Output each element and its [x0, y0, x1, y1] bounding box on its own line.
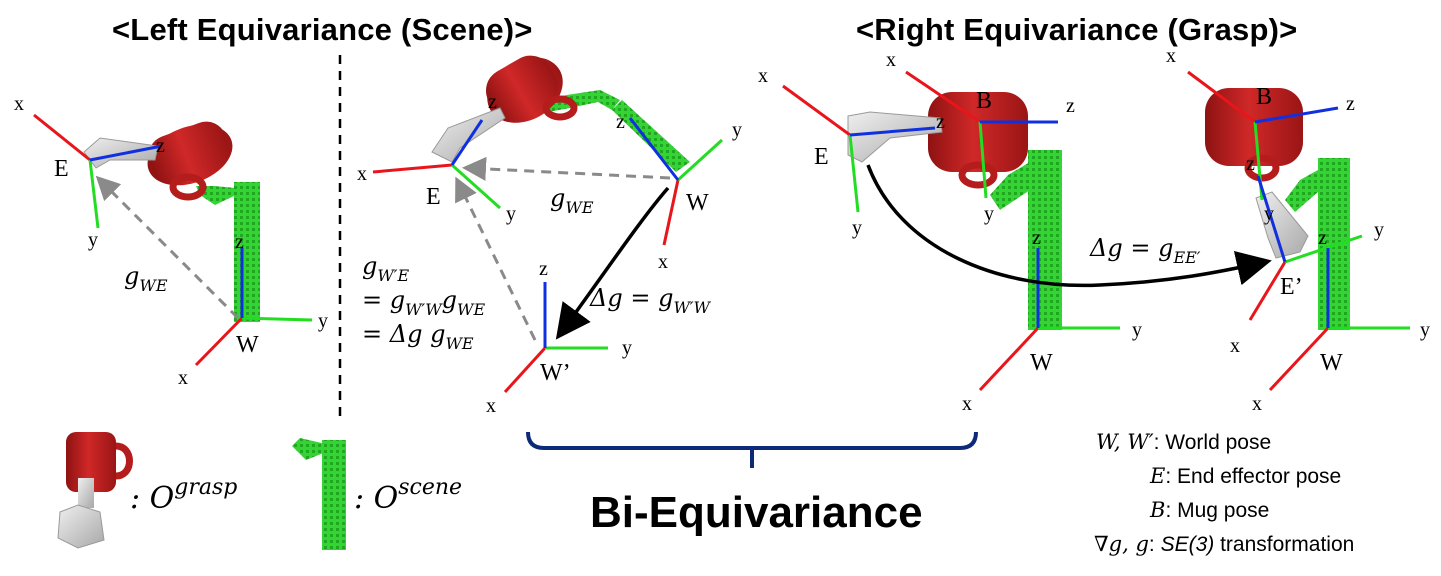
axis-label: y [88, 229, 98, 251]
axis-label: z [156, 135, 165, 157]
label-O-scene: : Oscene [354, 475, 462, 516]
left-panel-scene [33, 113, 313, 367]
legend-item-transformation: ∇g, g: SE(3) transformation [1094, 532, 1355, 556]
legend-item-end-effector: E: End effector pose [1150, 464, 1342, 488]
scene-object-right1 [990, 150, 1062, 330]
axis-label: x [14, 93, 24, 115]
frame-label-E: E [814, 144, 829, 170]
grasp-object-icon [57, 432, 133, 549]
axis-label: x [1166, 45, 1176, 67]
frame-E-right1 [782, 84, 936, 213]
frame-Wprime [503, 282, 608, 394]
axis-label: z [1032, 227, 1041, 249]
right-panel-grasp [782, 70, 1410, 392]
frame-label-B: B [976, 88, 992, 114]
frame-label-W: W [236, 332, 259, 358]
eq-delta-grasp: Δg = gEE′ [1089, 234, 1201, 267]
bi-equivariance-label: Bi-Equivariance [590, 488, 923, 537]
axis-label: z [1246, 153, 1255, 175]
frame-label-Eprime: E’ [1280, 274, 1303, 300]
arrow-delta-scene [555, 186, 670, 340]
axis-label: x [1230, 335, 1240, 357]
axis-label: y [622, 337, 632, 359]
eq-delta-scene: Δg = gW′W [589, 284, 712, 317]
axis-label: y [1132, 319, 1142, 341]
axis-label: x [758, 65, 768, 87]
bi-equivariance-bracket [526, 431, 978, 468]
frame-W-left [194, 248, 313, 367]
frame-label-B: B [1256, 84, 1272, 110]
axis-label: z [1346, 93, 1355, 115]
middle-panel-scene [372, 55, 724, 394]
axis-label: x [1252, 393, 1262, 415]
axis-label: z [1318, 227, 1327, 249]
mug-middle [486, 55, 578, 123]
frame-label-W: W [1030, 350, 1053, 376]
eq-gWprimeE: gW′E [362, 252, 409, 285]
arrow-gWE-middle [462, 156, 671, 181]
title-right-equivariance: <Right Equivariance (Grasp)> [856, 12, 1298, 47]
frame-Eprime [1248, 175, 1363, 321]
axis-label: x [178, 367, 188, 389]
frame-label-E: E [54, 156, 69, 182]
legend-item-world-pose: W, W′: World pose [1096, 430, 1272, 454]
axis-label: x [962, 393, 972, 415]
axis-label: z [488, 91, 497, 113]
scene-object-icon [292, 438, 346, 550]
axis-label: x [486, 395, 496, 417]
axis-label: x [658, 251, 668, 273]
axis-label: y [318, 310, 328, 332]
frame-W-right2 [1268, 248, 1410, 392]
frame-label-Wprime: W’ [540, 360, 571, 386]
eq-line2: = gW′WgWE [362, 286, 485, 319]
axis-label: y [984, 203, 994, 225]
arrow-delta-grasp [866, 164, 1272, 288]
gripper-middle [431, 107, 506, 163]
label-O-grasp: : Ograsp [130, 475, 237, 516]
axis-label: y [1264, 203, 1274, 225]
axis-label: x [886, 49, 896, 71]
axis-label: y [1374, 219, 1384, 241]
frame-W-right1 [978, 248, 1120, 392]
eq-gWE-middle: gWE [550, 184, 594, 217]
arrow-gWE-left [95, 175, 240, 320]
title-left-equivariance: <Left Equivariance (Scene)> [112, 12, 533, 47]
axis-label: y [506, 203, 516, 225]
scene-object-left [196, 182, 260, 322]
frame-label-W: W [686, 190, 709, 216]
frame-label-W: W [1320, 350, 1343, 376]
axis-label: z [235, 231, 244, 253]
arrow-gWprimeE [455, 176, 537, 341]
axis-label: y [1420, 319, 1430, 341]
axis-label: y [852, 217, 862, 239]
frame-W-middle [628, 117, 724, 246]
axis-label: z [1066, 95, 1075, 117]
axis-label: y [732, 119, 742, 141]
gripper-right1 [847, 111, 943, 163]
eq-gWE-left: gWE [124, 262, 168, 295]
frame-E-left [33, 113, 163, 229]
axis-label: z [936, 111, 945, 133]
axis-label: z [539, 258, 548, 280]
mug-left [147, 121, 233, 201]
frame-label-E: E [426, 184, 441, 210]
mug-right1 [928, 92, 1028, 189]
axis-label: x [357, 163, 367, 185]
axis-label: z [616, 111, 625, 133]
frame-B-right1 [905, 70, 1058, 199]
legend-item-mug-pose: B: Mug pose [1150, 498, 1270, 522]
eq-line3: = Δg gWE [362, 320, 474, 353]
